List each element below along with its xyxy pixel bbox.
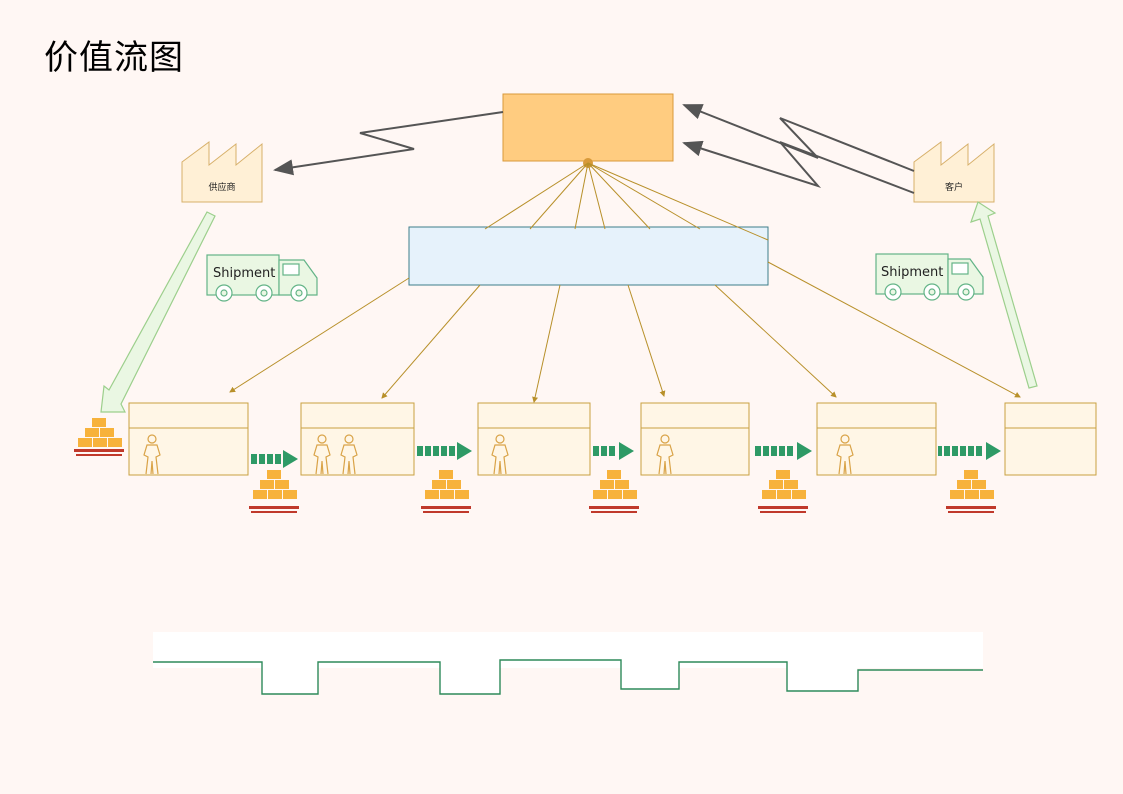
inventory-icon (421, 470, 471, 513)
inventory-icon (249, 470, 299, 513)
operator-icon (143, 434, 161, 475)
customer-factory[interactable]: 客户 (913, 141, 995, 203)
supplier-shipment-arrow (100, 211, 216, 413)
operator-icon (340, 434, 358, 475)
operator-icon (491, 434, 509, 475)
control-to-mrp-lines (484, 162, 769, 241)
process-box-5[interactable] (816, 402, 937, 476)
customer-label: 客户 (945, 181, 963, 193)
inventory-icon (589, 470, 639, 513)
inventory-icon (758, 470, 808, 513)
lead-time-ladder (153, 632, 983, 695)
inventory-icon (946, 470, 996, 513)
customer-to-control-electronic-flow-2 (682, 140, 915, 194)
push-arrow (938, 442, 1001, 460)
customer-shipment-arrow (970, 201, 1038, 389)
shipment-label-right: Shipment (881, 265, 943, 280)
push-arrow (593, 442, 634, 460)
push-arrow (417, 442, 472, 460)
process-box-6[interactable] (1004, 402, 1097, 476)
shipment-truck-left (206, 254, 318, 302)
mrp-to-process-lines (229, 261, 1021, 403)
control-to-supplier-electronic-flow (273, 111, 504, 176)
page-title: 价值流图 (44, 38, 184, 78)
mrp-box[interactable] (408, 226, 769, 286)
operator-icon (656, 434, 674, 475)
operator-icon (836, 434, 854, 475)
supplier-factory[interactable]: 供应商 (181, 141, 263, 203)
shipment-truck-right (875, 253, 984, 301)
process-box-3[interactable] (477, 402, 591, 476)
production-control-box[interactable] (502, 93, 674, 162)
inventory-icon (74, 418, 124, 456)
push-arrow (755, 442, 812, 460)
process-box-1[interactable] (128, 402, 249, 476)
customer-to-control-electronic-flow-1 (682, 104, 915, 172)
operator-icon (313, 434, 331, 475)
process-box-2[interactable] (300, 402, 415, 476)
shipment-label-left: Shipment (213, 266, 275, 281)
process-box-4[interactable] (640, 402, 750, 476)
push-arrow (251, 450, 298, 468)
supplier-label: 供应商 (208, 181, 235, 193)
